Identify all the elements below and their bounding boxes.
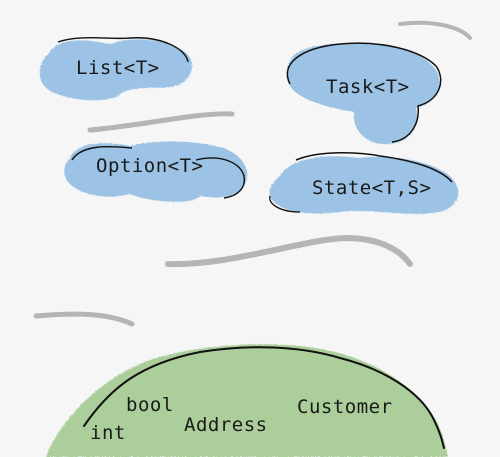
wind-streak (165, 234, 413, 268)
hill (46, 344, 448, 457)
wind-streak (33, 311, 135, 327)
cloud-state (269, 152, 459, 214)
wind-streak (398, 20, 472, 40)
hill-label-bool: bool (126, 394, 174, 416)
cloud-task (286, 42, 442, 145)
cloud-label-state: State<T,S> (312, 177, 432, 199)
cloud-label-task: Task<T> (326, 76, 410, 98)
hill-label-address: Address (184, 414, 268, 436)
wind-streak (87, 111, 235, 133)
hill-label-int: int (90, 422, 126, 444)
hill-label-customer: Customer (297, 396, 393, 418)
cloud-label-list: List<T> (76, 57, 160, 79)
cloud-option (64, 141, 248, 202)
wind-streaks (33, 20, 472, 327)
cloud-list (39, 36, 193, 101)
cloud-label-option: Option<T> (96, 155, 204, 177)
